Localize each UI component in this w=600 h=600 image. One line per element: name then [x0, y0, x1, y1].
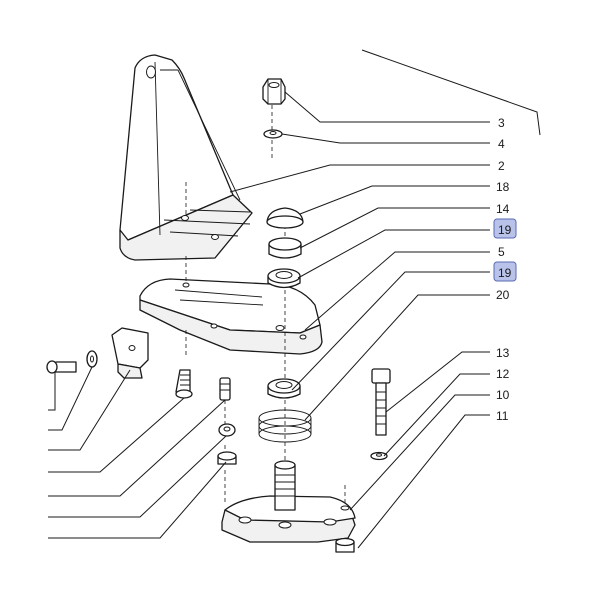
dome-cap-part-18	[266, 207, 304, 229]
nut-part-11	[335, 537, 355, 553]
small-washer	[86, 350, 98, 368]
callout-13[interactable]: 13	[496, 346, 510, 360]
vertical-bracket	[119, 54, 253, 261]
washer-left-upper	[218, 423, 236, 437]
leader-5	[304, 251, 490, 331]
callout-highlight-19a	[493, 218, 517, 239]
leader-4	[281, 133, 490, 144]
callout-11[interactable]: 11	[496, 409, 509, 423]
washer-part-4	[263, 129, 283, 139]
callout-19-upper[interactable]: 19	[498, 223, 512, 237]
bushing-part-14	[268, 237, 302, 259]
axis-line-bracket	[185, 105, 273, 355]
small-screw	[46, 360, 77, 374]
callout-3[interactable]: 3	[498, 116, 505, 130]
hex-bolt-left	[175, 369, 193, 399]
callout-2[interactable]: 2	[498, 159, 505, 173]
leader-left-2	[48, 366, 93, 431]
callout-19-lower[interactable]: 19	[498, 266, 512, 280]
leader-11	[357, 414, 490, 549]
leader-left-6	[48, 435, 227, 518]
callout-highlight-19b	[493, 261, 517, 282]
callout-14[interactable]: 14	[496, 202, 510, 216]
spring-part-20	[258, 409, 312, 443]
callout-4[interactable]: 4	[498, 137, 505, 151]
leader-19b	[291, 271, 490, 391]
leader-left-7	[48, 461, 227, 539]
leader-18	[299, 185, 490, 215]
nut-left-lower	[217, 451, 237, 465]
clip-bracket	[111, 327, 149, 379]
bolt-part-13	[371, 368, 391, 436]
washer-part-12	[370, 451, 388, 461]
callout-12[interactable]: 12	[496, 367, 510, 381]
frame-edge-line	[361, 49, 541, 136]
leader-left-1	[48, 372, 56, 411]
leader-14	[299, 207, 490, 249]
callout-5[interactable]: 5	[498, 245, 505, 259]
callout-10[interactable]: 10	[496, 388, 510, 402]
callout-20[interactable]: 20	[496, 288, 510, 302]
leader-13	[385, 351, 490, 413]
leader-left-5	[48, 399, 226, 497]
leader-19a	[297, 229, 490, 279]
mounting-plate	[139, 278, 323, 355]
spacer-part-19-lower	[267, 378, 301, 399]
spacer-part-19-upper	[267, 268, 301, 289]
stud-pin-left	[219, 377, 231, 401]
leader-20	[304, 294, 490, 421]
callout-18[interactable]: 18	[496, 180, 510, 194]
nut-part-3	[262, 78, 286, 105]
leader-left-3	[48, 369, 131, 451]
leader-10	[349, 394, 490, 511]
leader-left-4	[48, 397, 185, 473]
lower-base-plate	[221, 460, 356, 543]
leader-2	[229, 164, 490, 193]
leader-3	[284, 91, 490, 123]
leader-12	[383, 373, 490, 457]
